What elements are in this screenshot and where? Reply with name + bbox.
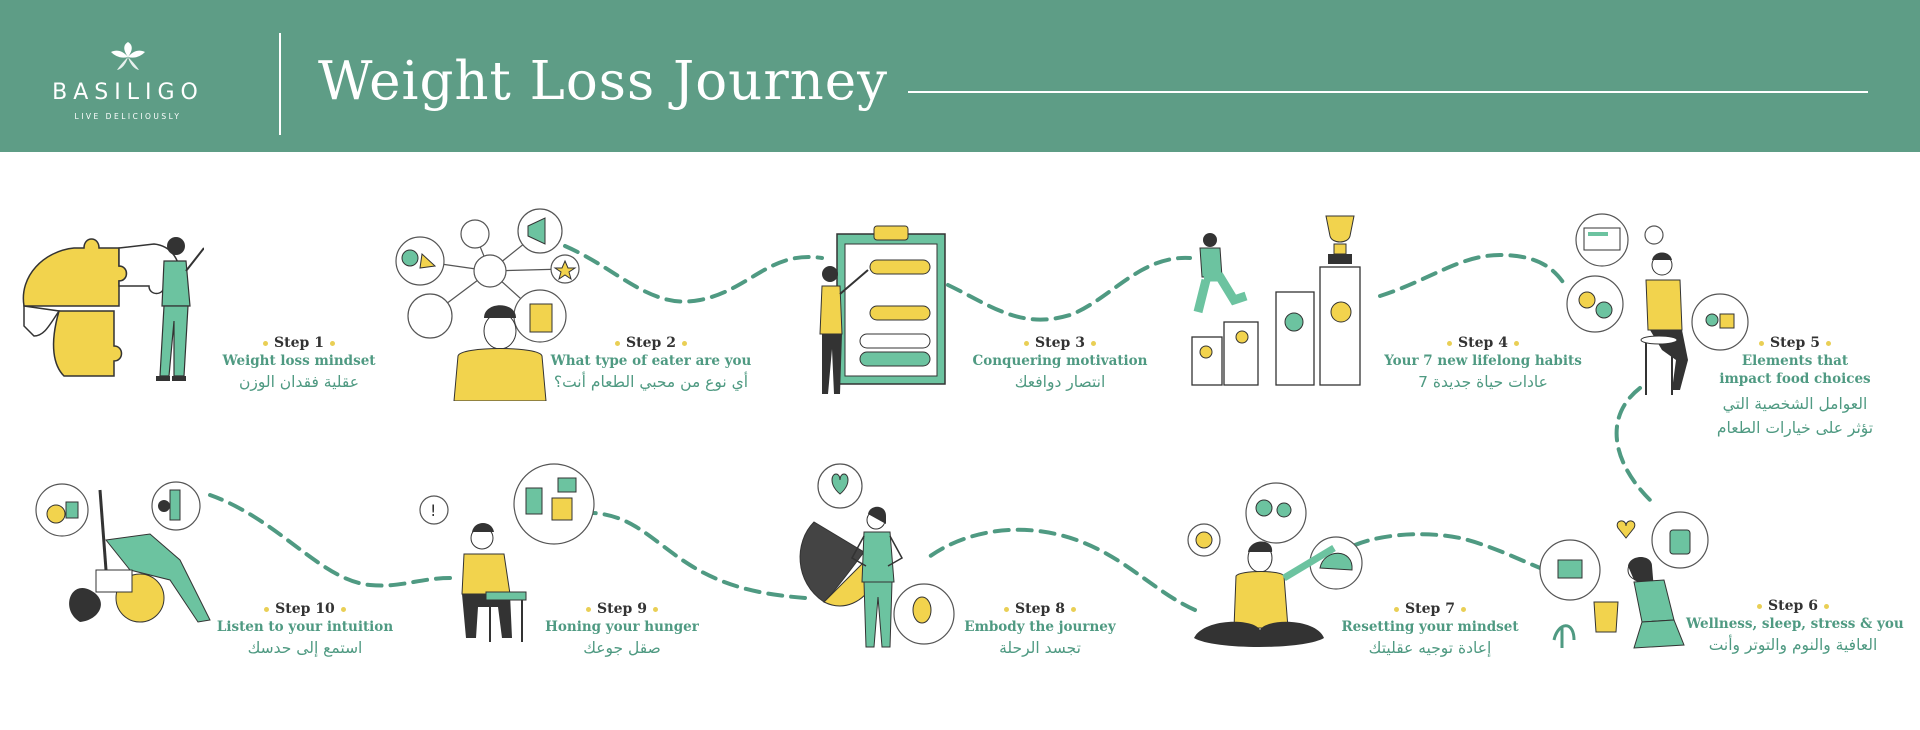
step-1-label: Step 1 <box>204 334 394 352</box>
step-9-title-ar: صقل جوعك <box>583 639 661 657</box>
leaf-logo-icon <box>111 42 145 70</box>
step-1[interactable]: Step 1 Weight loss mindset عقلية فقدان ا… <box>204 334 394 394</box>
step-1-title-ar: عقلية فقدان الوزن <box>238 373 360 391</box>
step-8[interactable]: Step 8 Embody the journey تجسد الرحلة <box>950 600 1130 660</box>
step-2-label: Step 2 <box>544 334 758 352</box>
step-8-title-en: Embody the journey <box>964 619 1116 635</box>
step-4-title-en: Your 7 new lifelong habits <box>1384 353 1582 369</box>
step-7-label: Step 7 <box>1332 600 1528 618</box>
step-8-title-ar: تجسد الرحلة <box>999 639 1081 657</box>
step-3-label: Step 3 <box>962 334 1158 352</box>
step-5-title-en-line-2: impact food choices <box>1719 371 1871 387</box>
step-4-label: Step 4 <box>1378 334 1588 352</box>
seated-thinker-illustration <box>1566 213 1749 395</box>
step-7-title-en: Resetting your mindset <box>1341 619 1519 635</box>
hungry-man-illustration: ! <box>419 463 595 642</box>
title-rule <box>908 91 1868 93</box>
brand-tagline: LIVE DELICIOUSLY <box>74 112 182 121</box>
step-9-label: Step 9 <box>534 600 710 618</box>
header-banner: BASILIGO LIVE DELICIOUSLY Weight Loss Jo… <box>0 0 1920 152</box>
step-7-title-ar: إعادة توجيه عقليتك <box>1368 639 1492 657</box>
superhero-woman-illustration <box>799 463 955 648</box>
brand-name: BASILIGO <box>52 80 204 105</box>
step-5[interactable]: Step 5 Elements that impact food choices… <box>1700 334 1890 440</box>
step-3[interactable]: Step 3 Conquering motivation انتصار دواف… <box>962 334 1158 394</box>
step-7[interactable]: Step 7 Resetting your mindset إعادة توجي… <box>1332 600 1528 660</box>
puzzle-head-illustration <box>22 237 204 381</box>
step-10-label: Step 10 <box>210 600 400 618</box>
thinking-man-illustration <box>395 208 580 401</box>
page-title: Weight Loss Journey <box>318 51 889 112</box>
step-4[interactable]: Step 4 Your 7 new lifelong habits عادات … <box>1378 334 1588 394</box>
step-5-label: Step 5 <box>1700 334 1890 352</box>
step-10[interactable]: Step 10 Listen to your intuition استمع إ… <box>210 600 400 660</box>
brand-logo[interactable]: BASILIGO LIVE DELICIOUSLY <box>28 36 228 126</box>
gardening-woman-illustration <box>1539 511 1709 649</box>
step-6[interactable]: Step 6 Wellness, sleep, stress & you الع… <box>1686 597 1904 657</box>
svg-text:!: ! <box>430 501 436 520</box>
step-6-label: Step 6 <box>1686 597 1900 615</box>
step-3-title-ar: انتصار دوافعك <box>1014 373 1106 391</box>
step-6-title-ar: العافية والنوم والتوتر وأنت <box>1708 636 1878 654</box>
step-2-title-ar: أي نوع من محبي الطعام أنت؟ <box>553 373 749 391</box>
step-2-title-en: What type of eater are you <box>550 353 752 369</box>
step-10-title-en: Listen to your intuition <box>216 619 394 635</box>
meditation-man-illustration <box>1187 482 1363 647</box>
header-divider <box>279 33 281 135</box>
step-8-label: Step 8 <box>950 600 1130 618</box>
step-4-title-ar: عادات حياة جديدة 7 <box>1418 373 1548 391</box>
step-5-title-ar-line-1: العوامل الشخصية التي <box>1722 395 1868 413</box>
step-10-title-ar: استمع إلى حدسك <box>247 639 363 657</box>
step-9-title-en: Honing your hunger <box>545 619 699 635</box>
step-2[interactable]: Step 2 What type of eater are you أي نوع… <box>544 334 758 394</box>
checklist-board-illustration <box>819 225 946 394</box>
step-1-title-en: Weight loss mindset <box>222 353 376 369</box>
podium-trophy-illustration <box>1191 215 1361 386</box>
step-3-title-en: Conquering motivation <box>972 353 1148 369</box>
yoga-woman-illustration <box>35 481 211 623</box>
step-9[interactable]: Step 9 Honing your hunger صقل جوعك <box>534 600 710 660</box>
step-6-title-en: Wellness, sleep, stress & you <box>1686 616 1904 632</box>
step-5-title-ar-line-2: تؤثر على خيارات الطعام <box>1716 419 1874 437</box>
step-5-title-en-line-1: Elements that <box>1741 353 1849 369</box>
